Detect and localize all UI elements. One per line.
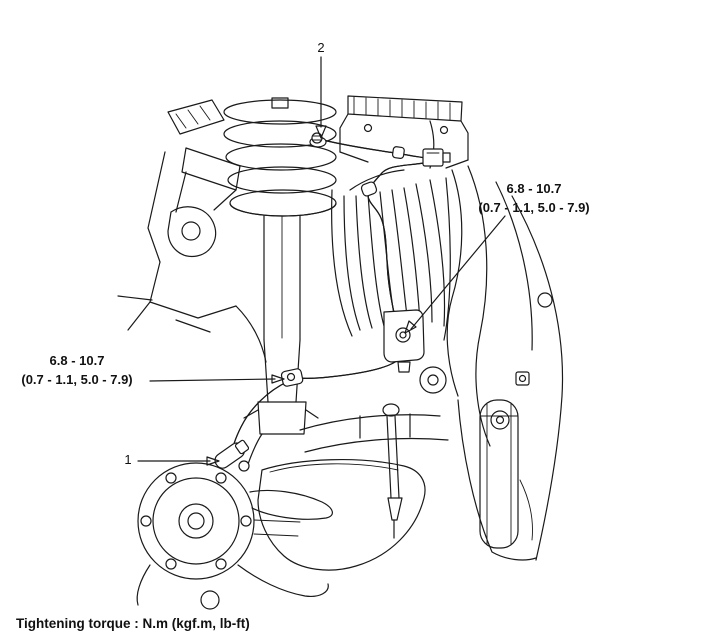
cable-grommet-top xyxy=(392,146,405,159)
stabilizer-link xyxy=(382,403,403,539)
wheel-speed-sensor-cable xyxy=(231,139,426,456)
sensor-bracket xyxy=(383,309,425,373)
mounting-bolt-top xyxy=(309,132,327,148)
callout-2-label: 2 xyxy=(317,40,325,55)
coil-spring xyxy=(223,97,337,217)
cable-clip-bolt xyxy=(280,368,304,387)
left-frame-structure xyxy=(117,99,267,363)
torque-right-detail: (0.7 - 1.1, 5.0 - 7.9) xyxy=(478,199,590,215)
crossmember xyxy=(257,413,449,571)
callout-1-label: 1 xyxy=(124,452,132,467)
strut xyxy=(243,215,319,435)
knuckle-hub xyxy=(136,433,333,610)
subframe xyxy=(419,165,564,561)
torque-callout-left: 6.8 - 10.7 (0.7 - 1.1, 5.0 - 7.9) xyxy=(2,352,152,390)
torque-left-detail: (0.7 - 1.1, 5.0 - 7.9) xyxy=(21,371,133,387)
torque-right-value: 6.8 - 10.7 xyxy=(506,181,562,196)
wheel-speed-sensor xyxy=(214,439,250,472)
torque-left-value: 6.8 - 10.7 xyxy=(49,353,105,368)
callout-leaders xyxy=(137,56,506,466)
cable-grommet-loop xyxy=(360,181,378,197)
top-frame xyxy=(339,95,469,169)
torque-callout-right: 6.8 - 10.7 (0.7 - 1.1, 5.0 - 7.9) xyxy=(456,180,612,218)
tightening-torque-caption: Tightening torque : N.m (kgf.m, lb-ft) xyxy=(16,616,250,631)
harness-connector xyxy=(422,148,451,167)
